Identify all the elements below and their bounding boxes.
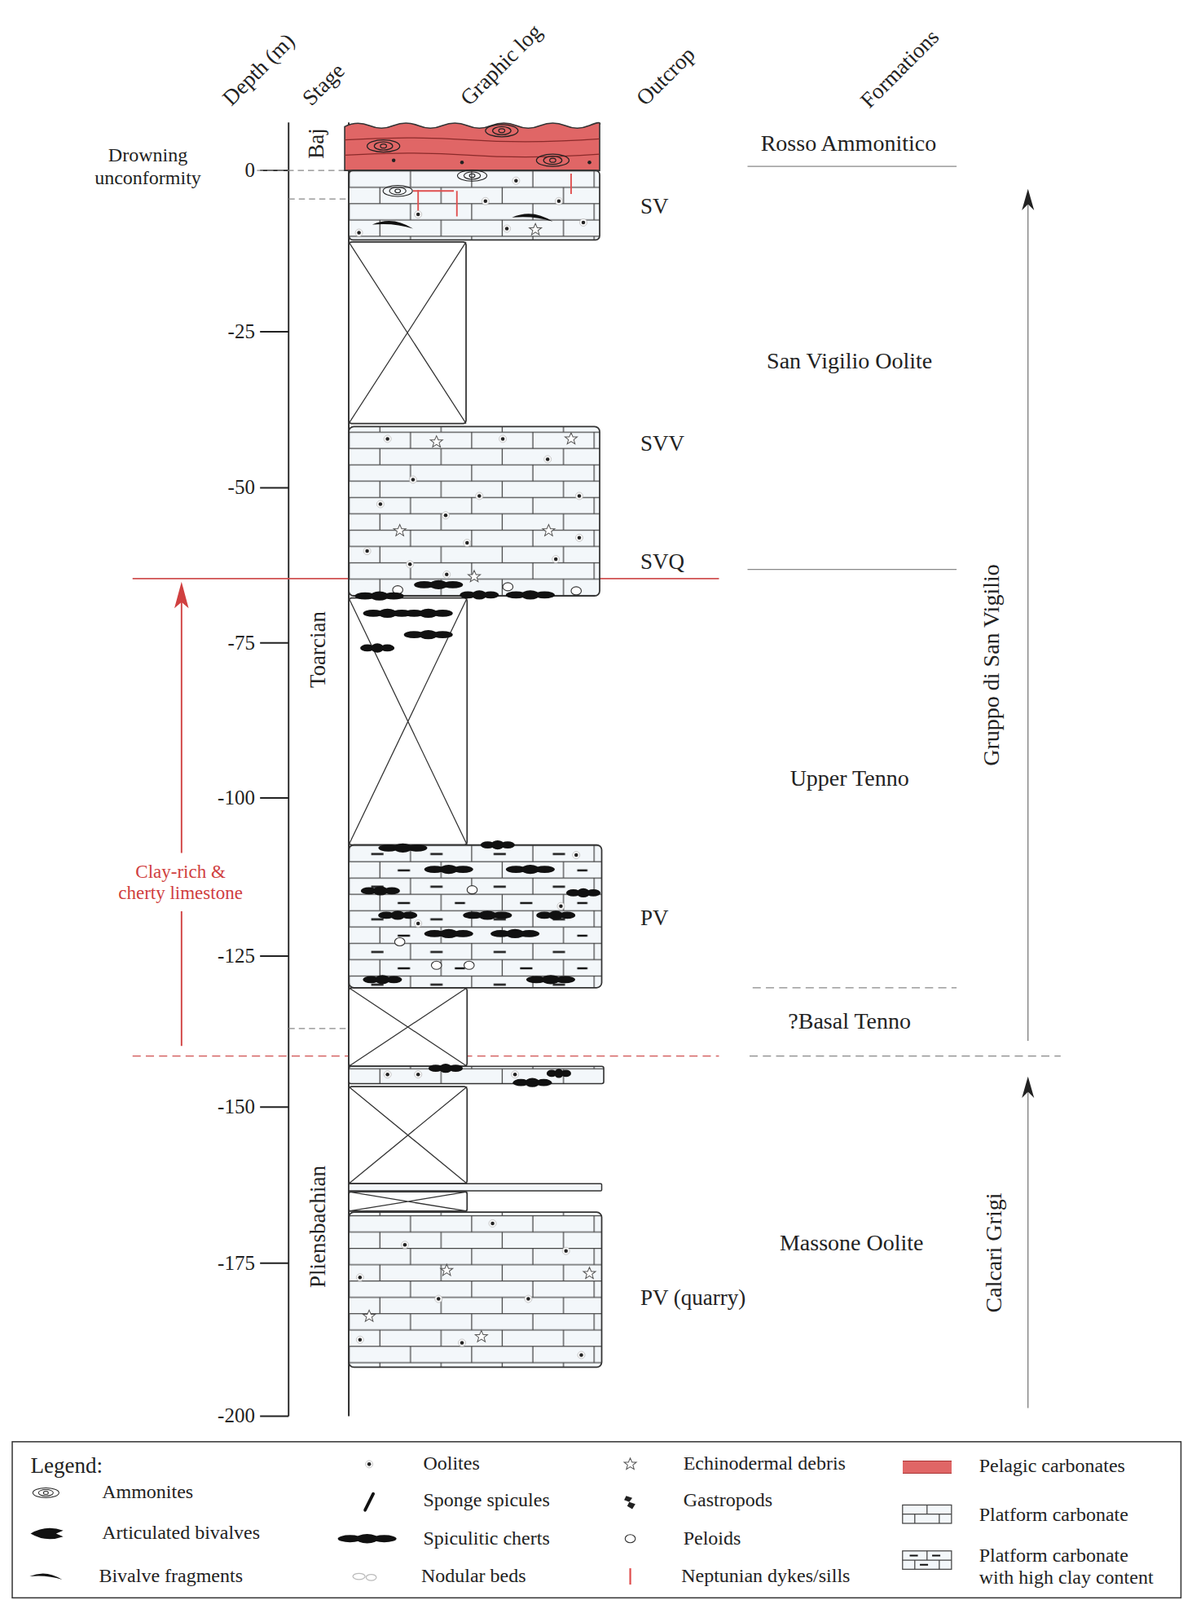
depth-value: -150 — [217, 1095, 256, 1119]
column-header: Depth (m) — [217, 28, 300, 111]
column-header: Graphic log — [455, 19, 548, 112]
outcrop-code: PV (quarry) — [640, 1285, 746, 1311]
formation-name: Upper Tenno — [790, 765, 910, 792]
legend-text: Peloids — [683, 1526, 742, 1550]
legend-text: Ammonites — [101, 1480, 194, 1504]
legend-text: Echinodermal debris — [683, 1451, 846, 1475]
outcrop-code: SVV — [640, 430, 685, 457]
outcrop-code: PV — [640, 905, 669, 931]
column-header: Formations — [855, 24, 945, 114]
legend-text: Nodular beds — [421, 1564, 527, 1588]
boundary-note: Drowning unconformity — [79, 145, 218, 190]
legend-text: Platform carbonate — [979, 1503, 1129, 1527]
legend-text: Gastropods — [683, 1488, 773, 1512]
depth-value: -175 — [217, 1250, 256, 1275]
depth-value: -75 — [228, 630, 256, 655]
formation-name: San Vigilio Oolite — [766, 347, 933, 374]
legend-swatch — [902, 1460, 952, 1474]
legend-text: Neptunian dykes/sills — [681, 1564, 850, 1588]
column-header: Stage — [297, 58, 350, 111]
legend-text: Bivalve fragments — [98, 1564, 243, 1588]
depth-value: -100 — [217, 785, 256, 810]
outcrop-code: SV — [640, 194, 669, 220]
formation-name: ?Basal Tenno — [787, 1007, 911, 1034]
legend-heading: Legend: — [30, 1452, 103, 1478]
stage-name: Baj — [304, 128, 330, 160]
legend-text: Platform carbonate with high clay conten… — [979, 1543, 1163, 1589]
legend-text: Spiculitic cherts — [422, 1526, 550, 1550]
legend-text: Sponge spicules — [422, 1488, 550, 1512]
stage-name: Toarcian — [305, 611, 331, 688]
outcrop-code: SVQ — [640, 549, 685, 575]
depth-value: -50 — [228, 475, 256, 500]
formation-name: Rosso Ammonitico — [760, 130, 937, 157]
depth-value: -200 — [217, 1403, 256, 1428]
group-name: Calcari Grigi — [980, 1192, 1008, 1313]
legend-text: Articulated bivalves — [101, 1521, 260, 1545]
column-header: Outcrop — [631, 42, 701, 112]
formation-name: Massone Oolite — [779, 1229, 924, 1256]
legend-text: Oolites — [422, 1451, 480, 1475]
depth-value: 0 — [244, 158, 256, 183]
interval-note: Clay-rich & cherty limestone — [113, 860, 248, 904]
legend-text: Pelagic carbonates — [979, 1454, 1126, 1478]
depth-value: -25 — [228, 319, 256, 344]
depth-value: -125 — [217, 943, 256, 968]
group-name: Gruppo di San Vigilio — [978, 563, 1005, 766]
stage-name: Pliensbachian — [305, 1165, 331, 1288]
